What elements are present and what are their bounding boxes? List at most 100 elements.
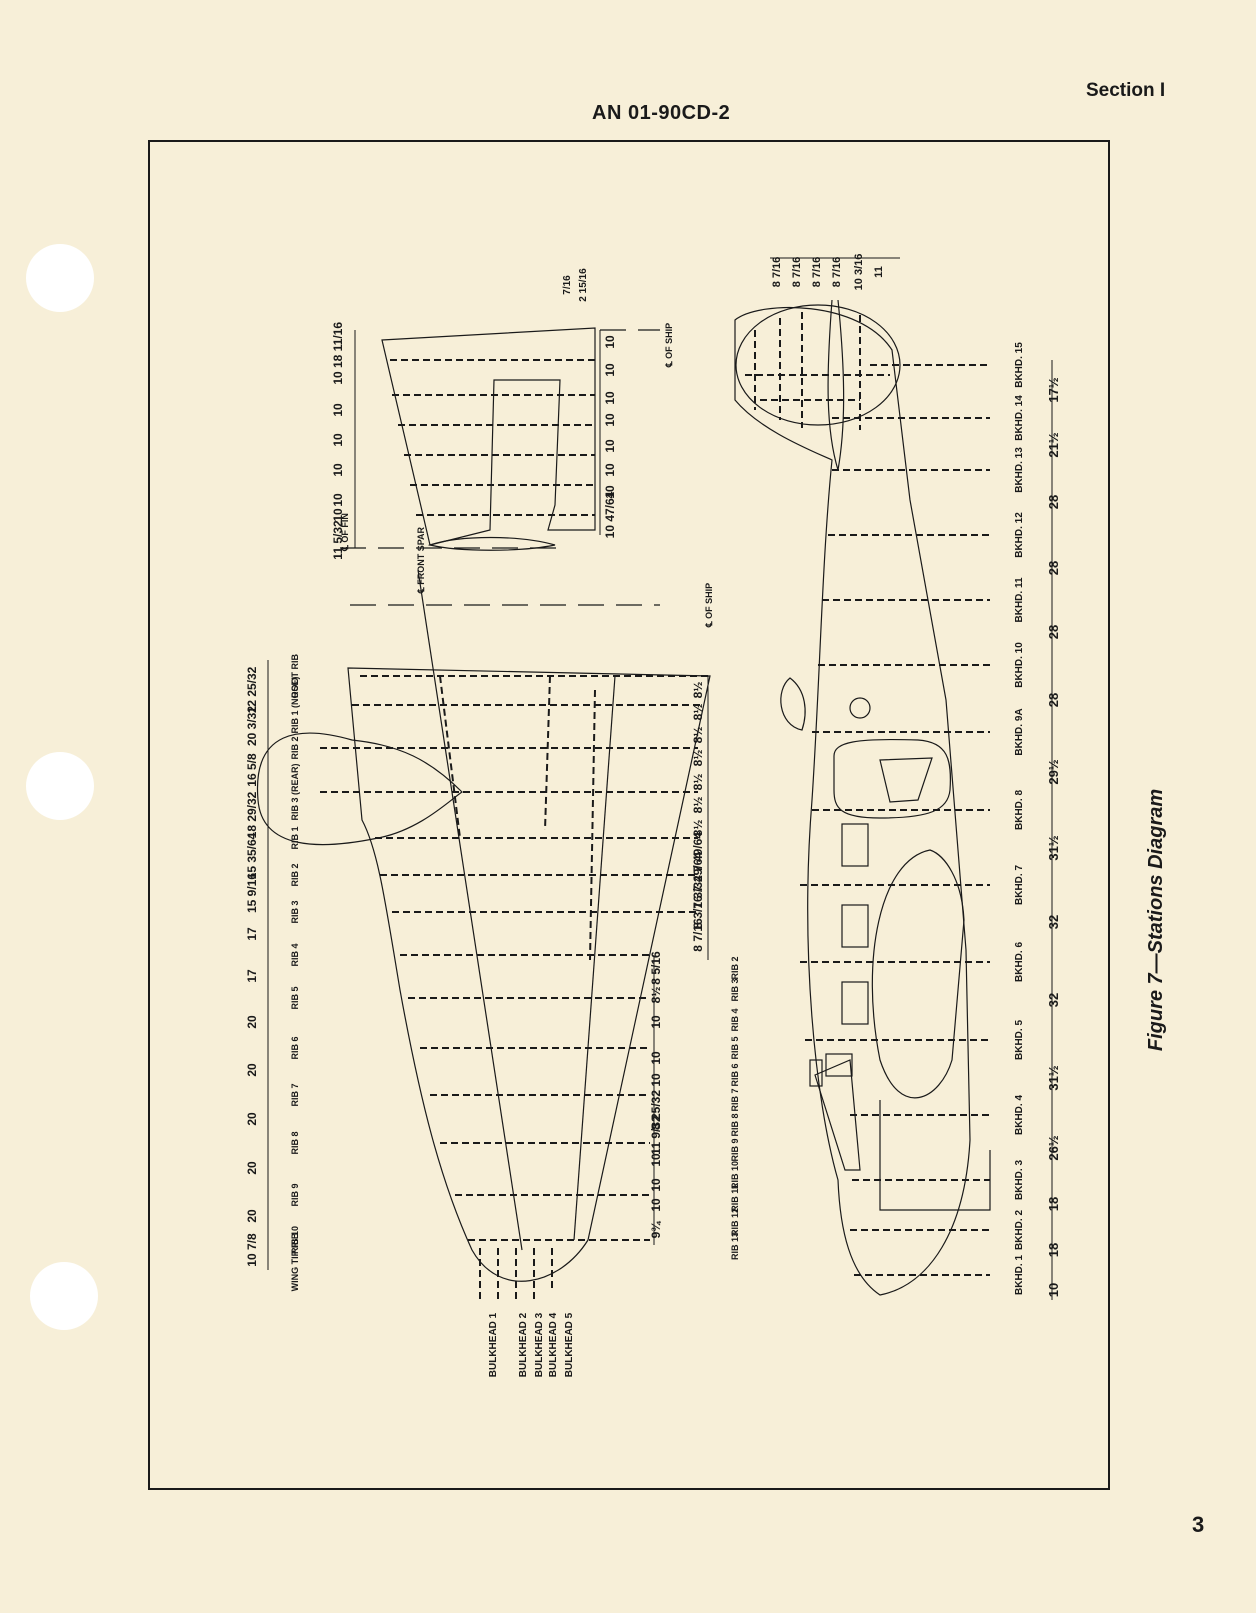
tail-ship-centerline-label: ℄ OF SHIP — [664, 323, 674, 368]
stabilizer-spacing-label: 10 — [603, 335, 617, 349]
aileron-rib-label: RIB 3 — [730, 978, 740, 1001]
bulkhead-label: BKHD. 5 — [1014, 1020, 1025, 1060]
bulkhead-label: BKHD. 11 — [1014, 577, 1025, 622]
aileron-spacing-label: 10 — [649, 1051, 663, 1065]
wing-bulkhead-label: BULKHEAD 5 — [564, 1312, 575, 1377]
fin-spacing-label: 18 11/16 — [331, 322, 345, 368]
aileron-spacing-label: 10 — [649, 1015, 663, 1029]
tail-top-spacing-labels: 7/16 2 15/16 — [562, 268, 589, 302]
bulkhead-spacing-label: 29½ — [1046, 759, 1061, 784]
document-number: AN 01-90CD-2 — [592, 102, 731, 124]
wing-rib-label: RIB 1 (NOSE) — [290, 676, 300, 733]
aileron-spacing-label: 10 — [649, 1153, 663, 1167]
wing-rib-label: ROOT RIB — [290, 654, 300, 698]
bulkhead-spacing-label: 28 — [1046, 625, 1061, 639]
wing-rib-label: RIB 7 — [290, 1083, 300, 1106]
aileron-spacing-label: 10 — [649, 1073, 663, 1087]
bulkhead-spacing-label: 32 — [1046, 993, 1061, 1007]
wing-rib-label: RIB 4 — [290, 943, 300, 966]
aileron-spacing-label: 8 25/32 — [649, 1090, 663, 1130]
wing-spacing-label: 16 5/8 — [245, 753, 259, 787]
aileron-spacing-label: 9¾ — [649, 1221, 663, 1239]
punch-hole-top — [26, 244, 94, 312]
flap-spacing-label: 8½ — [691, 682, 705, 699]
wing-rib-label: WING TIP RIB — [290, 1232, 300, 1291]
aileron-rib-label: RIB 7 — [730, 1088, 740, 1111]
bulkhead-label: BKHD. 9A — [1014, 708, 1025, 755]
bulkhead-spacing-label: 18 — [1046, 1197, 1061, 1211]
tail-top-spacing-label: 2 15/16 — [578, 268, 589, 302]
wing-spacing-label: 20 — [245, 1063, 259, 1077]
fin-spacing-label: 10 — [331, 508, 345, 522]
bulkhead-spacing-label: 28 — [1046, 495, 1061, 509]
wing-spacing-label: 15 9/16 — [245, 873, 259, 913]
ship-centerline-label: ℄ OF SHIP — [704, 583, 714, 628]
wing-bulkhead-label: BULKHEAD 3 — [534, 1312, 545, 1377]
flap-spacing-label: 8 7/16 — [691, 918, 705, 952]
flap-spacing-label: 8½ — [691, 750, 705, 767]
top-spacing-label: 11 — [873, 266, 885, 278]
wing-rib-label: RIB 2 — [290, 736, 300, 759]
top-spacing-label: 10 3/16 — [853, 254, 865, 291]
wing-spacing-label: 20 — [245, 1209, 259, 1223]
bulkhead-label: BKHD. 8 — [1014, 790, 1025, 830]
flap-spacing-label: 8½ — [691, 704, 705, 721]
fuselage-drawing — [734, 299, 991, 1296]
wing-rib-label: RIB 5 — [290, 986, 300, 1009]
top-spacing-label: 8 7/16 — [771, 257, 783, 288]
punch-hole-middle — [26, 752, 94, 820]
wing-bulkhead-label: BULKHEAD 1 — [488, 1312, 499, 1377]
wing-rib-label: RIB 1 — [290, 826, 300, 849]
bulkhead-label: BKHD. 12 — [1014, 512, 1025, 558]
bulkhead-label: BKHD. 1 — [1014, 1255, 1025, 1295]
bulkhead-spacing-label: 10 — [1046, 1283, 1061, 1297]
aileron-spacing-label: 8 5/16 — [649, 951, 663, 985]
aileron-spacing-label: 10 — [649, 1178, 663, 1192]
flap-spacing-label: 7 3/32 — [691, 875, 705, 909]
flap-spacing-label: 8½ — [691, 797, 705, 814]
stabilizer-spacing-label: 10 — [603, 413, 617, 427]
wing-station-lines — [320, 675, 710, 1241]
wing-spacing-label: 17 — [245, 927, 259, 941]
aileron-rib-label: RIB 13 — [730, 1232, 740, 1260]
wing-spacing-label: 10 7/8 — [245, 1233, 259, 1267]
section-label: Section I — [1086, 80, 1166, 101]
bulkhead-label: BKHD. 6 — [1014, 942, 1025, 982]
aileron-rib-label: RIB 2 — [730, 956, 740, 979]
aileron-spacing-label: 10 — [649, 1198, 663, 1212]
top-spacing-label: 8 7/16 — [831, 257, 843, 288]
wing-spacing-label: 20 — [245, 1015, 259, 1029]
bulkhead-label: BKHD. 7 — [1014, 865, 1025, 905]
punch-hole-bottom — [30, 1262, 98, 1330]
bulkhead-spacing-label: 21½ — [1046, 432, 1061, 457]
bulkhead-label: BKHD. 3 — [1014, 1160, 1025, 1200]
wing-spacing-label: 20 3/32 — [245, 706, 259, 746]
stabilizer-spacing-label: 10 — [603, 363, 617, 377]
flap-spacing-label: 8½ — [691, 774, 705, 791]
aileron-rib-label: RIB 8 — [730, 1113, 740, 1136]
bulkhead-label: BKHD. 14 — [1014, 395, 1025, 441]
bulkhead-spacing-label: 28 — [1046, 561, 1061, 575]
wing-spacing-label: 20 — [245, 1161, 259, 1175]
bulkhead-spacing-label: 32 — [1046, 915, 1061, 929]
stabilizer-spacing-label: 10 — [603, 391, 617, 405]
fin-spacing-label: 10 — [331, 371, 345, 385]
aileron-rib-label: RIB 10 — [730, 1161, 740, 1189]
bulkhead-label: BKHD. 15 — [1014, 342, 1025, 388]
flap-spacing-label: 8½ — [691, 820, 705, 837]
stabilizer-spacing-label: 10 — [603, 439, 617, 453]
bulkhead-label: BKHD. 2 — [1014, 1210, 1025, 1250]
bulkhead-spacing-label: 28 — [1046, 693, 1061, 707]
stabilizer-spacing-label: 10 — [603, 485, 617, 499]
tail-top-spacing-label: 7/16 — [562, 275, 573, 295]
flap-spacing-label: 7 49/64 — [691, 832, 705, 872]
